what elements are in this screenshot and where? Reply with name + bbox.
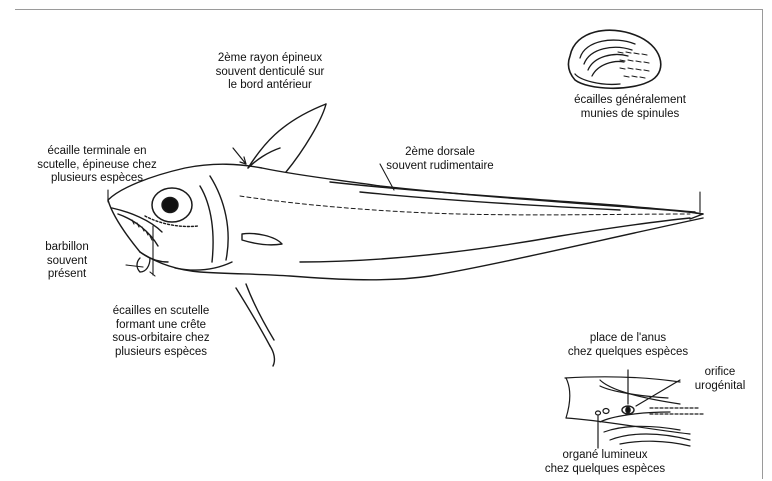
label-scales: écailles généralement munies de spinules [545, 94, 715, 121]
label-scute-scales: écailles en scutelle formant une crête s… [86, 305, 236, 359]
barbel [137, 258, 150, 272]
label-anus: place de l'anus chez quelques espèces [548, 332, 708, 359]
label-second-dorsal: 2ème dorsale souvent rudimentaire [360, 146, 520, 173]
fish-body [108, 164, 703, 280]
label-second-spine: 2ème rayon épineux souvent denticulé sur… [170, 52, 370, 93]
leader-lines [108, 164, 700, 276]
label-barbel: barbillon souvent présent [22, 241, 112, 282]
scale-drawing [568, 30, 660, 88]
label-light-organ: organé lumineux chez quelques espèces [520, 449, 690, 476]
pelvic-fin [236, 284, 274, 366]
label-urogenital: orifice urogénital [680, 366, 760, 393]
first-dorsal-fin [233, 104, 326, 172]
label-terminal-scale: écaille terminale en scutelle, épineuse … [12, 145, 182, 186]
